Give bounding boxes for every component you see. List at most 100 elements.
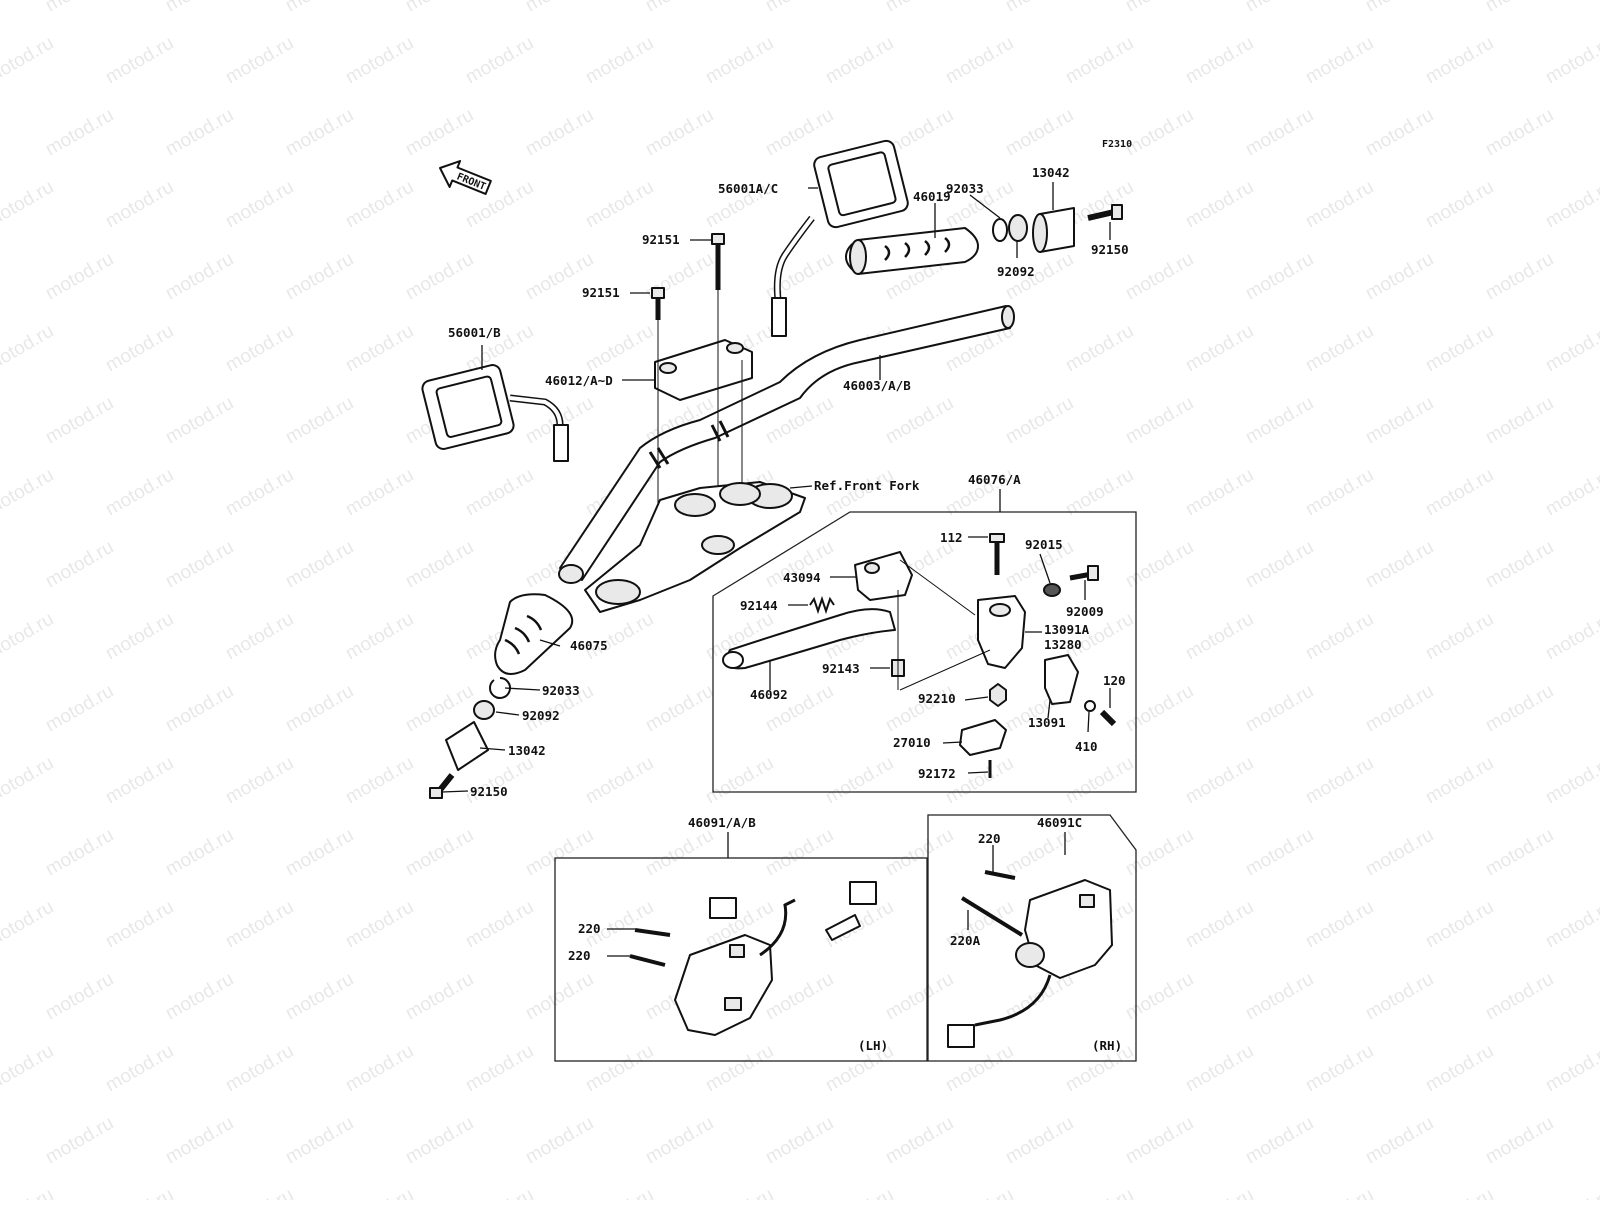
watermark-text: motod.ru bbox=[582, 609, 657, 665]
bolt-holder-b[interactable] bbox=[651, 287, 665, 320]
lever-bracket-43094[interactable] bbox=[854, 551, 913, 601]
label-92144[interactable]: 92144 bbox=[740, 598, 778, 613]
label-92009[interactable]: 92009 bbox=[1066, 604, 1104, 619]
label-92143[interactable]: 92143 bbox=[822, 661, 860, 676]
watermark-text: motod.ru bbox=[342, 609, 417, 665]
label-46075[interactable]: 46075 bbox=[570, 638, 608, 653]
watermark-text: motod.ru bbox=[282, 249, 357, 305]
handlebar[interactable] bbox=[558, 305, 1015, 584]
lever-holder-13091a[interactable] bbox=[977, 595, 1026, 669]
watermark-text: motod.ru bbox=[1302, 1041, 1377, 1097]
watermark-text: motod.ru bbox=[0, 33, 57, 89]
bolt-holder-a[interactable] bbox=[711, 233, 725, 290]
watermark-text: motod.ru bbox=[162, 393, 237, 449]
screw-lh-2[interactable] bbox=[629, 954, 666, 967]
label-220a[interactable]: 220A bbox=[950, 933, 981, 948]
label-46076[interactable]: 46076/A bbox=[968, 472, 1021, 487]
watermark-text: motod.ru bbox=[1062, 33, 1137, 89]
lever-bracket-hole bbox=[864, 562, 880, 574]
label-220-rh[interactable]: 220 bbox=[978, 831, 1001, 846]
label-46091c[interactable]: 46091C bbox=[1037, 815, 1082, 830]
screw-rh-220a[interactable] bbox=[960, 896, 1024, 937]
watermark-text: motod.ru bbox=[1182, 753, 1257, 809]
watermark-text: motod.ru bbox=[0, 753, 57, 809]
label-13042-low[interactable]: 13042 bbox=[508, 743, 546, 758]
label-120[interactable]: 120 bbox=[1103, 673, 1126, 688]
nut-92210 bbox=[989, 683, 1007, 707]
screw-lh-1[interactable] bbox=[634, 928, 671, 937]
label-92033-top[interactable]: 92033 bbox=[946, 181, 984, 196]
label-220-lh-2[interactable]: 220 bbox=[568, 948, 591, 963]
label-46019[interactable]: 46019 bbox=[913, 189, 951, 204]
label-13280[interactable]: 13280 bbox=[1044, 637, 1082, 652]
spacer-left bbox=[473, 700, 495, 720]
part-labels: 56001A/C 46019 92033 13042 92092 92150 9… bbox=[448, 165, 1129, 1053]
handlebar-holder[interactable] bbox=[654, 339, 753, 401]
watermark-text: motod.ru bbox=[1362, 0, 1437, 16]
clamp-13091[interactable] bbox=[1044, 654, 1079, 705]
watermark-text: motod.ru bbox=[942, 1041, 1017, 1097]
label-112[interactable]: 112 bbox=[940, 530, 963, 545]
watermark-text: motod.ru bbox=[942, 1185, 1017, 1200]
spring-92144[interactable] bbox=[809, 595, 835, 615]
handlebar-switch-rh[interactable] bbox=[947, 879, 1113, 1048]
bar-end-weight-right[interactable] bbox=[1032, 207, 1075, 253]
watermark-text: motod.ru bbox=[1362, 1113, 1437, 1169]
watermark-text: motod.ru bbox=[942, 33, 1017, 89]
watermark-text: motod.ru bbox=[582, 33, 657, 89]
handlebar-switch-lh[interactable] bbox=[674, 881, 877, 1036]
screw-92009[interactable] bbox=[1069, 565, 1099, 581]
grip-right[interactable] bbox=[845, 227, 979, 275]
watermark-text: motod.ru bbox=[1242, 249, 1317, 305]
bolt-112-head bbox=[989, 533, 1005, 543]
label-410[interactable]: 410 bbox=[1075, 739, 1098, 754]
leader-92033-low bbox=[504, 687, 541, 691]
label-92150-top[interactable]: 92150 bbox=[1091, 242, 1129, 257]
bar-end-weight-left[interactable] bbox=[445, 721, 489, 771]
label-92172[interactable]: 92172 bbox=[918, 766, 956, 781]
label-220-lh-1[interactable]: 220 bbox=[578, 921, 601, 936]
label-13042-top[interactable]: 13042 bbox=[1032, 165, 1070, 180]
fork-bracket-post-left bbox=[674, 493, 716, 517]
label-13091[interactable]: 13091 bbox=[1028, 715, 1066, 730]
watermark-text: motod.ru bbox=[582, 321, 657, 377]
label-56001ac[interactable]: 56001A/C bbox=[718, 181, 778, 196]
label-13091a[interactable]: 13091A bbox=[1044, 622, 1090, 637]
switch-27010[interactable] bbox=[959, 719, 1007, 756]
watermark-text: motod.ru bbox=[1482, 249, 1557, 305]
bolt-left-end[interactable] bbox=[429, 773, 455, 799]
label-92015[interactable]: 92015 bbox=[1025, 537, 1063, 552]
label-46012[interactable]: 46012/A~D bbox=[545, 373, 613, 388]
mirror-left[interactable] bbox=[421, 363, 569, 462]
label-92092-low[interactable]: 92092 bbox=[522, 708, 560, 723]
leader-27010 bbox=[942, 741, 963, 744]
label-46003[interactable]: 46003/A/B bbox=[843, 378, 911, 393]
watermark-text: motod.ru bbox=[1362, 825, 1437, 881]
bolt-right-shank bbox=[1087, 209, 1115, 221]
label-92092-top[interactable]: 92092 bbox=[997, 264, 1035, 279]
bolt-120[interactable] bbox=[1099, 709, 1117, 727]
label-27010[interactable]: 27010 bbox=[893, 735, 931, 750]
label-46092[interactable]: 46092 bbox=[750, 687, 788, 702]
bolt-holder-a-head bbox=[711, 233, 725, 245]
bolt-112[interactable] bbox=[989, 533, 1005, 575]
label-56001b[interactable]: 56001/B bbox=[448, 325, 501, 340]
label-43094[interactable]: 43094 bbox=[783, 570, 821, 585]
label-92151-b[interactable]: 92151 bbox=[582, 285, 620, 300]
label-92151-a[interactable]: 92151 bbox=[642, 232, 680, 247]
ring-right bbox=[992, 218, 1008, 242]
bar-end-weight-right-face bbox=[1032, 213, 1048, 253]
watermark-text: motod.ru bbox=[1122, 1113, 1197, 1169]
clutch-lever[interactable] bbox=[722, 608, 896, 670]
bolt-right-end[interactable] bbox=[1087, 204, 1123, 221]
mirror-right[interactable] bbox=[771, 139, 909, 337]
label-92150-low[interactable]: 92150 bbox=[470, 784, 508, 799]
watermark-text: motod.ru bbox=[462, 1041, 537, 1097]
watermark-text: motod.ru bbox=[1242, 105, 1317, 161]
screw-rh-220[interactable] bbox=[984, 870, 1016, 880]
grip-left[interactable] bbox=[494, 593, 574, 675]
label-46091ab[interactable]: 46091/A/B bbox=[688, 815, 756, 830]
label-92033-low[interactable]: 92033 bbox=[542, 683, 580, 698]
label-92210[interactable]: 92210 bbox=[918, 691, 956, 706]
watermark-text: motod.ru bbox=[462, 1185, 537, 1200]
